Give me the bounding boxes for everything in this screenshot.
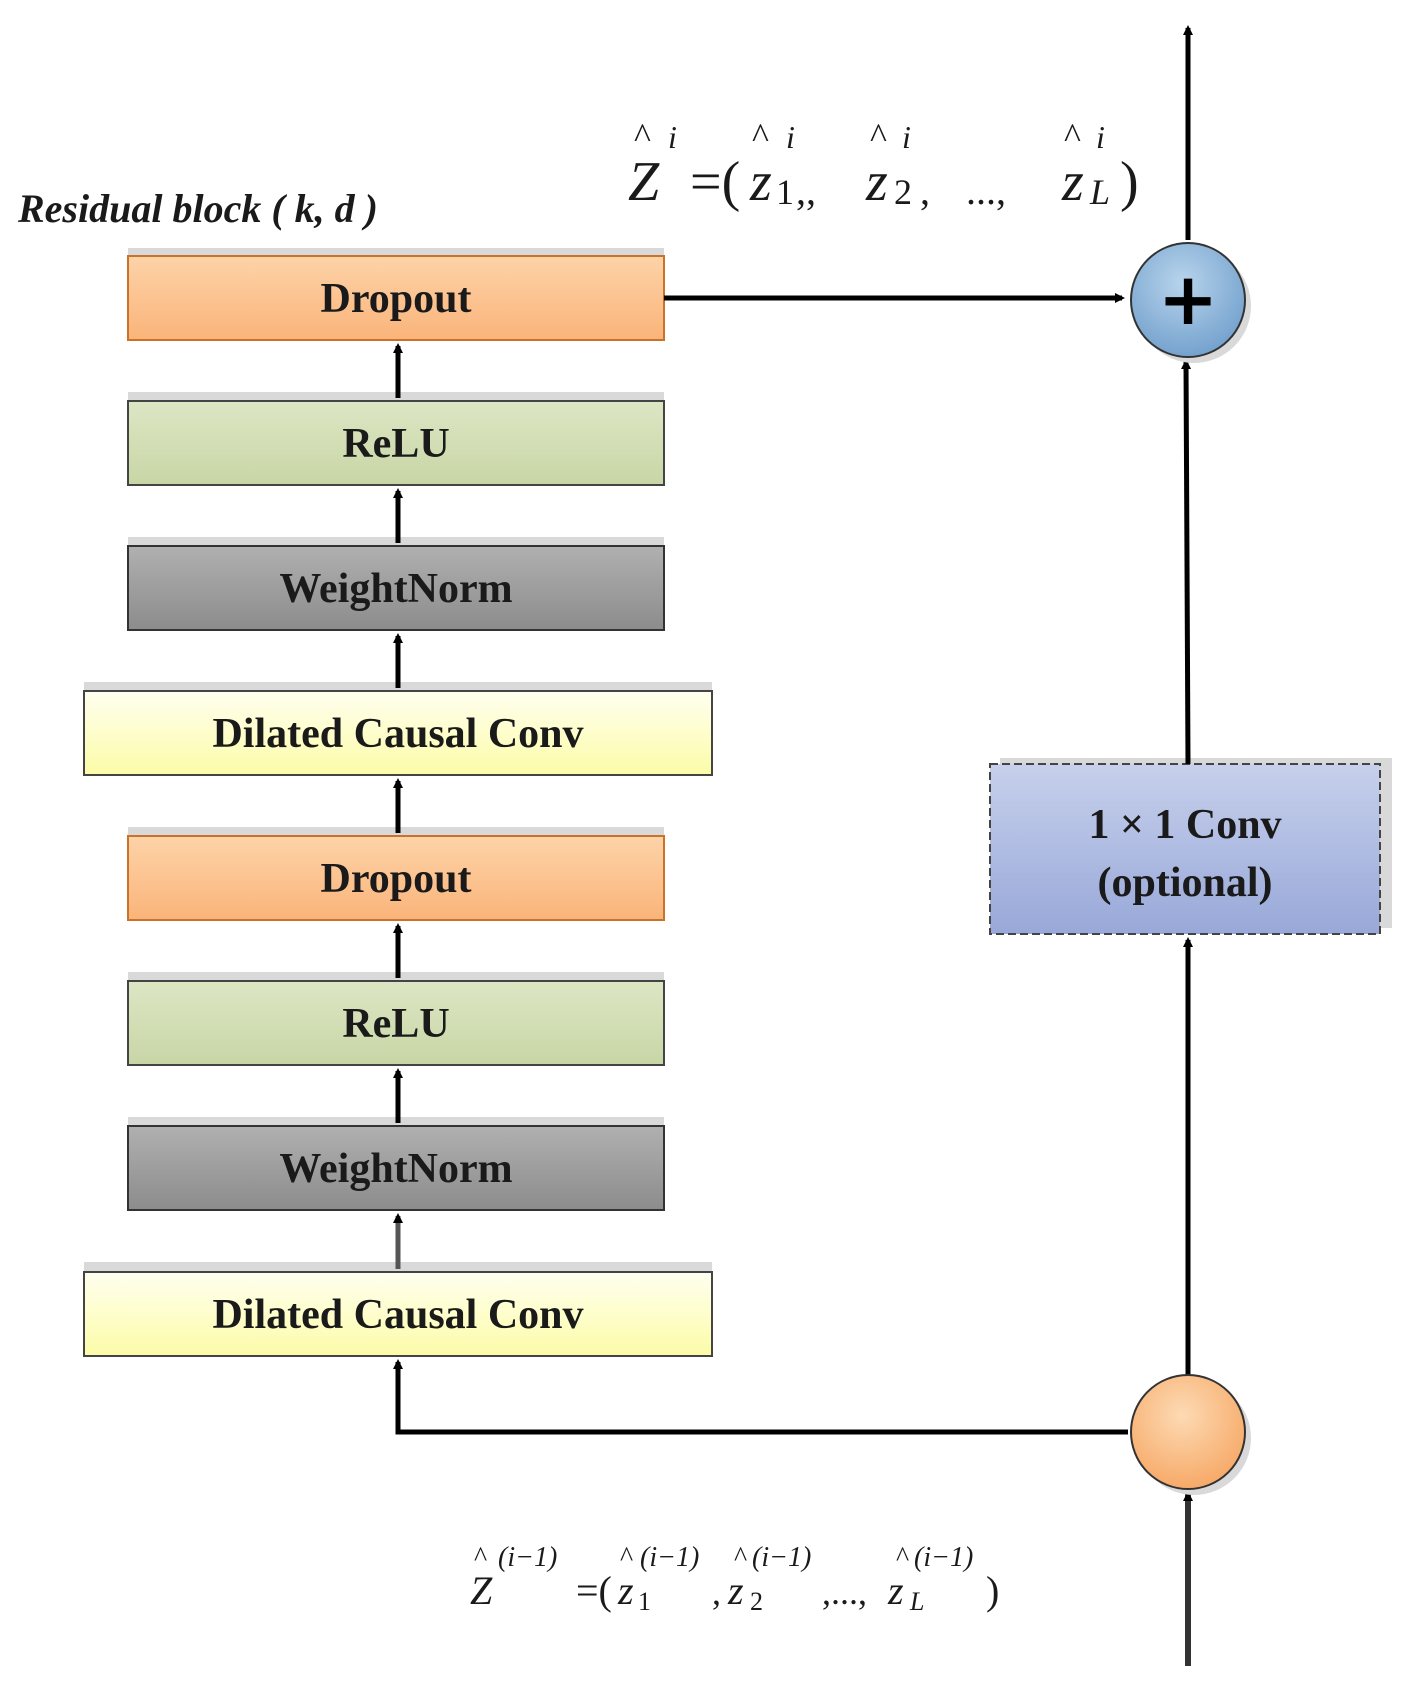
z2-sep: , — [712, 1572, 721, 1612]
z2-sub: 2 — [750, 1587, 763, 1616]
hat: ^ — [1064, 116, 1081, 156]
formula-close: ) — [986, 1568, 999, 1613]
zL-sub: L — [1089, 172, 1110, 212]
formula-lhs: Z — [470, 1568, 493, 1613]
residual-block-title: Residual block ( k, d ) — [17, 186, 378, 231]
hat: ^ — [634, 116, 651, 156]
z2: z — [865, 151, 888, 213]
dilated-conv-label: Dilated Causal Conv — [212, 711, 583, 757]
ellipsis: ..., — [966, 168, 1006, 213]
relu-label: ReLU — [342, 1001, 449, 1047]
block-weightnorm-bottom: WeightNorm — [127, 1125, 665, 1211]
formula-lhs: Z — [628, 151, 660, 213]
formula-close: ) — [1120, 151, 1139, 213]
zL: z — [887, 1568, 904, 1613]
block-dropout-top: Dropout — [127, 255, 665, 341]
block-relu-top: ReLU — [127, 400, 665, 486]
hat: ^ — [896, 1542, 909, 1573]
formula-lhs-sup: i — [668, 119, 677, 155]
z1: z — [617, 1568, 634, 1613]
block-relu-bottom: ReLU — [127, 980, 665, 1066]
relu-label: ReLU — [342, 421, 449, 467]
zL: z — [1061, 151, 1084, 213]
dilated-conv-label: Dilated Causal Conv — [212, 1292, 583, 1338]
block-dilated-conv-bottom: Dilated Causal Conv — [83, 1271, 713, 1357]
input-to-conv-path — [393, 1359, 1128, 1435]
weightnorm-label: WeightNorm — [279, 566, 512, 612]
plus-icon: + — [1158, 257, 1218, 341]
dropout-label: Dropout — [321, 276, 472, 322]
output-formula: ^ Z i =( ^ i z 1 ,, ^ i z 2 , ..., ^ i z… — [628, 116, 1139, 213]
zL-sub: L — [909, 1587, 924, 1616]
conv1x1-to-sum-arrow — [1181, 359, 1192, 765]
input-formula: ^ Z (i−1) =( ^ z 1 (i−1) , ^ z 2 (i−1) ,… — [470, 1542, 999, 1616]
weightnorm-label: WeightNorm — [279, 1146, 512, 1192]
z2-sep: , — [920, 168, 930, 213]
z1-sup: (i−1) — [640, 1542, 699, 1573]
hat: ^ — [620, 1542, 633, 1573]
ellipsis: ,..., — [822, 1572, 867, 1612]
dropout-label: Dropout — [321, 856, 472, 902]
conv1x1-optional-label: (optional) — [1097, 860, 1272, 906]
formula-equals: =( — [690, 151, 740, 213]
sup: i — [902, 119, 911, 155]
block-weightnorm-top: WeightNorm — [127, 545, 665, 631]
z1: z — [749, 151, 772, 213]
conv1x1-label: 1 × 1 Conv — [1088, 802, 1281, 848]
hat: ^ — [752, 116, 769, 156]
hat: ^ — [734, 1542, 747, 1573]
z1-sep: ,, — [796, 168, 816, 213]
hat: ^ — [870, 116, 887, 156]
zL-sup: (i−1) — [914, 1542, 973, 1573]
block-dropout-bottom: Dropout — [127, 835, 665, 921]
formula-equals: =( — [576, 1568, 612, 1613]
hat: ^ — [474, 1542, 487, 1573]
formula-lhs-sup: (i−1) — [498, 1542, 557, 1573]
z2-sub: 2 — [894, 172, 912, 212]
sup: i — [1096, 119, 1105, 155]
z1-sub: 1 — [776, 172, 794, 212]
input-node — [1130, 1374, 1251, 1495]
z2-sup: (i−1) — [752, 1542, 811, 1573]
z2: z — [727, 1568, 744, 1613]
z1-sub: 1 — [638, 1587, 651, 1616]
block-conv-1x1-optional: 1 × 1 Conv (optional) — [989, 763, 1381, 935]
block-dilated-conv-top: Dilated Causal Conv — [83, 690, 713, 776]
sup: i — [786, 119, 795, 155]
sum-node: + — [1130, 242, 1251, 363]
